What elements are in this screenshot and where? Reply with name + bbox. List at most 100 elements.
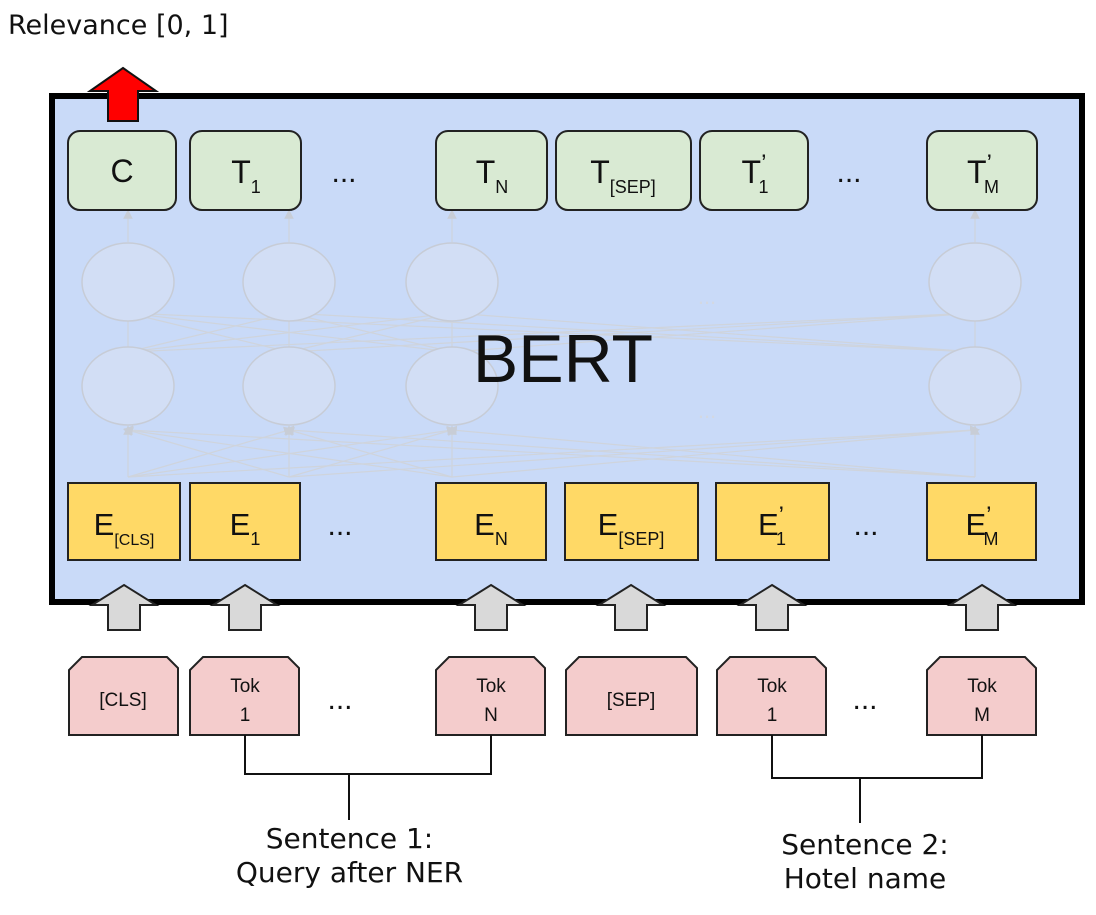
token-box-tok1 <box>189 656 300 736</box>
embedding-em-prime: E’M <box>926 482 1037 561</box>
output-label-t1-prime: T’1 <box>742 150 769 197</box>
hidden-layer-ellipsis-bottom: ... <box>698 398 716 423</box>
embedding-e1-base: E <box>230 507 251 542</box>
embedding-e1-prime-base: E <box>758 507 779 542</box>
hidden-connection-lower <box>123 425 976 478</box>
output-label-tn: TN <box>476 154 509 197</box>
hidden-node <box>242 242 336 322</box>
token-row: [CLS] Tok 1 Tok N [SEP] Tok 1 Tok M <box>68 656 1037 736</box>
output-t1: T1 <box>189 130 302 211</box>
embedding-cls-sub: [CLS] <box>114 532 154 549</box>
token-label-tok1-line1: Tok <box>230 676 260 697</box>
embedding-em-prime-base: E <box>965 507 986 542</box>
output-tsep-sub: [SEP] <box>610 177 656 197</box>
hidden-network <box>81 209 1022 478</box>
input-arrow-tokn <box>455 583 527 631</box>
output-tsep-base: T <box>590 154 610 190</box>
embedding-box-sep <box>564 482 699 561</box>
embedding-sep-base: E <box>598 507 619 542</box>
hidden-node <box>928 346 1022 426</box>
hidden-node <box>81 242 175 322</box>
embedding-label-em-prime: E’M <box>965 502 998 549</box>
sentence1-bracket <box>244 735 492 820</box>
token-label-tok1-prime-line1: Tok <box>757 676 787 697</box>
output-tn: TN <box>435 130 548 211</box>
sentence2-description: Hotel name <box>783 862 947 895</box>
hidden-node <box>405 346 499 426</box>
embedding-em-prime-sup: ’ <box>986 502 991 529</box>
output-box-c <box>67 130 177 211</box>
hidden-connection-lower <box>284 425 976 478</box>
embedding-sep-sub: [SEP] <box>618 529 664 549</box>
output-ellipsis-2: ... <box>836 156 861 189</box>
token-box-tokn <box>435 656 546 736</box>
token-label-tokm-line1: Tok <box>967 676 997 697</box>
output-t1-prime-sup: ’ <box>761 150 766 177</box>
embedding-ellipsis-1: ... <box>327 509 352 542</box>
input-arrow-tok1 <box>209 583 281 631</box>
token-tokn: Tok N <box>435 656 546 736</box>
hidden-connection-upper <box>123 308 976 353</box>
hidden-connection-upper <box>284 309 453 353</box>
hidden-layer-ellipsis-top: ... <box>698 284 716 309</box>
embedding-box-e1-prime <box>715 482 830 561</box>
embedding-box-e1 <box>189 482 301 561</box>
output-tm-prime-base: T <box>967 154 987 190</box>
embedding-em-prime-sub: M <box>984 529 999 549</box>
model-label: BERT <box>473 321 653 397</box>
output-box-tm-prime <box>926 130 1038 211</box>
output-tn-base: T <box>476 154 496 190</box>
sentence2-bracket <box>771 735 983 823</box>
output-tm-prime-sub: M <box>984 177 999 197</box>
hidden-connection-lower <box>123 426 290 478</box>
output-box-t1 <box>189 130 302 211</box>
embedding-e1-prime-sub: 1 <box>776 529 786 549</box>
token-label-tokn-line1: Tok <box>476 676 506 697</box>
sentence2-title: Sentence 2: <box>781 828 949 861</box>
hidden-connection-lower <box>284 426 453 478</box>
relevance-label: Relevance [0, 1] <box>8 10 229 41</box>
embedding-en-base: E <box>474 507 495 542</box>
token-tokm: Tok M <box>926 656 1037 736</box>
hidden-connection-lower <box>447 425 976 478</box>
input-arrow-tok1-prime <box>736 583 808 631</box>
output-tn-sub: N <box>495 177 508 197</box>
output-tsep: T[SEP] <box>555 130 692 211</box>
hidden-node <box>405 242 499 322</box>
output-t1-sub: 1 <box>251 177 261 197</box>
embedding-row: E[CLS] E1 EN E[SEP] E’1 E’M <box>67 482 1037 561</box>
output-box-t1-prime <box>699 130 809 211</box>
output-ellipsis-1: ... <box>331 156 356 189</box>
sentence1-title: Sentence 1: <box>265 822 434 855</box>
hidden-connection-upper <box>447 308 976 353</box>
embedding-en-sub: N <box>495 529 508 549</box>
embedding-cls: E[CLS] <box>67 482 181 561</box>
hidden-connection-upper <box>284 308 976 353</box>
sentence1-caption: Sentence 1: Query after NER <box>192 822 507 890</box>
input-arrows <box>88 583 1018 631</box>
embedding-box-en <box>435 482 547 561</box>
token-box-sep <box>565 656 698 736</box>
output-t1-prime-sub: 1 <box>758 177 768 197</box>
embedding-label-sep: E[SEP] <box>598 507 665 549</box>
token-label-tokm-line2: M <box>974 705 990 726</box>
embedding-e1-sub: 1 <box>250 529 260 549</box>
token-ellipsis-1: ... <box>327 683 352 716</box>
sentence2-caption: Sentence 2: Hotel name <box>735 828 995 896</box>
output-box-tn <box>435 130 548 211</box>
token-label-sep: [SEP] <box>607 690 656 711</box>
token-label-tok1-prime-line2: 1 <box>767 705 778 726</box>
hidden-node <box>242 346 336 426</box>
output-tm-prime: T’M <box>926 130 1038 211</box>
output-t1-prime-base: T <box>742 154 762 190</box>
token-box-tokm <box>926 656 1037 736</box>
hidden-node <box>81 346 175 426</box>
embedding-ellipsis-2: ... <box>853 509 878 542</box>
token-label-tok1-line2: 1 <box>240 705 251 726</box>
embedding-en: EN <box>435 482 547 561</box>
output-t1-base: T <box>231 154 251 190</box>
embedding-label-en: EN <box>474 507 508 549</box>
embedding-box-cls <box>67 482 181 561</box>
token-ellipsis-2: ... <box>852 683 877 716</box>
